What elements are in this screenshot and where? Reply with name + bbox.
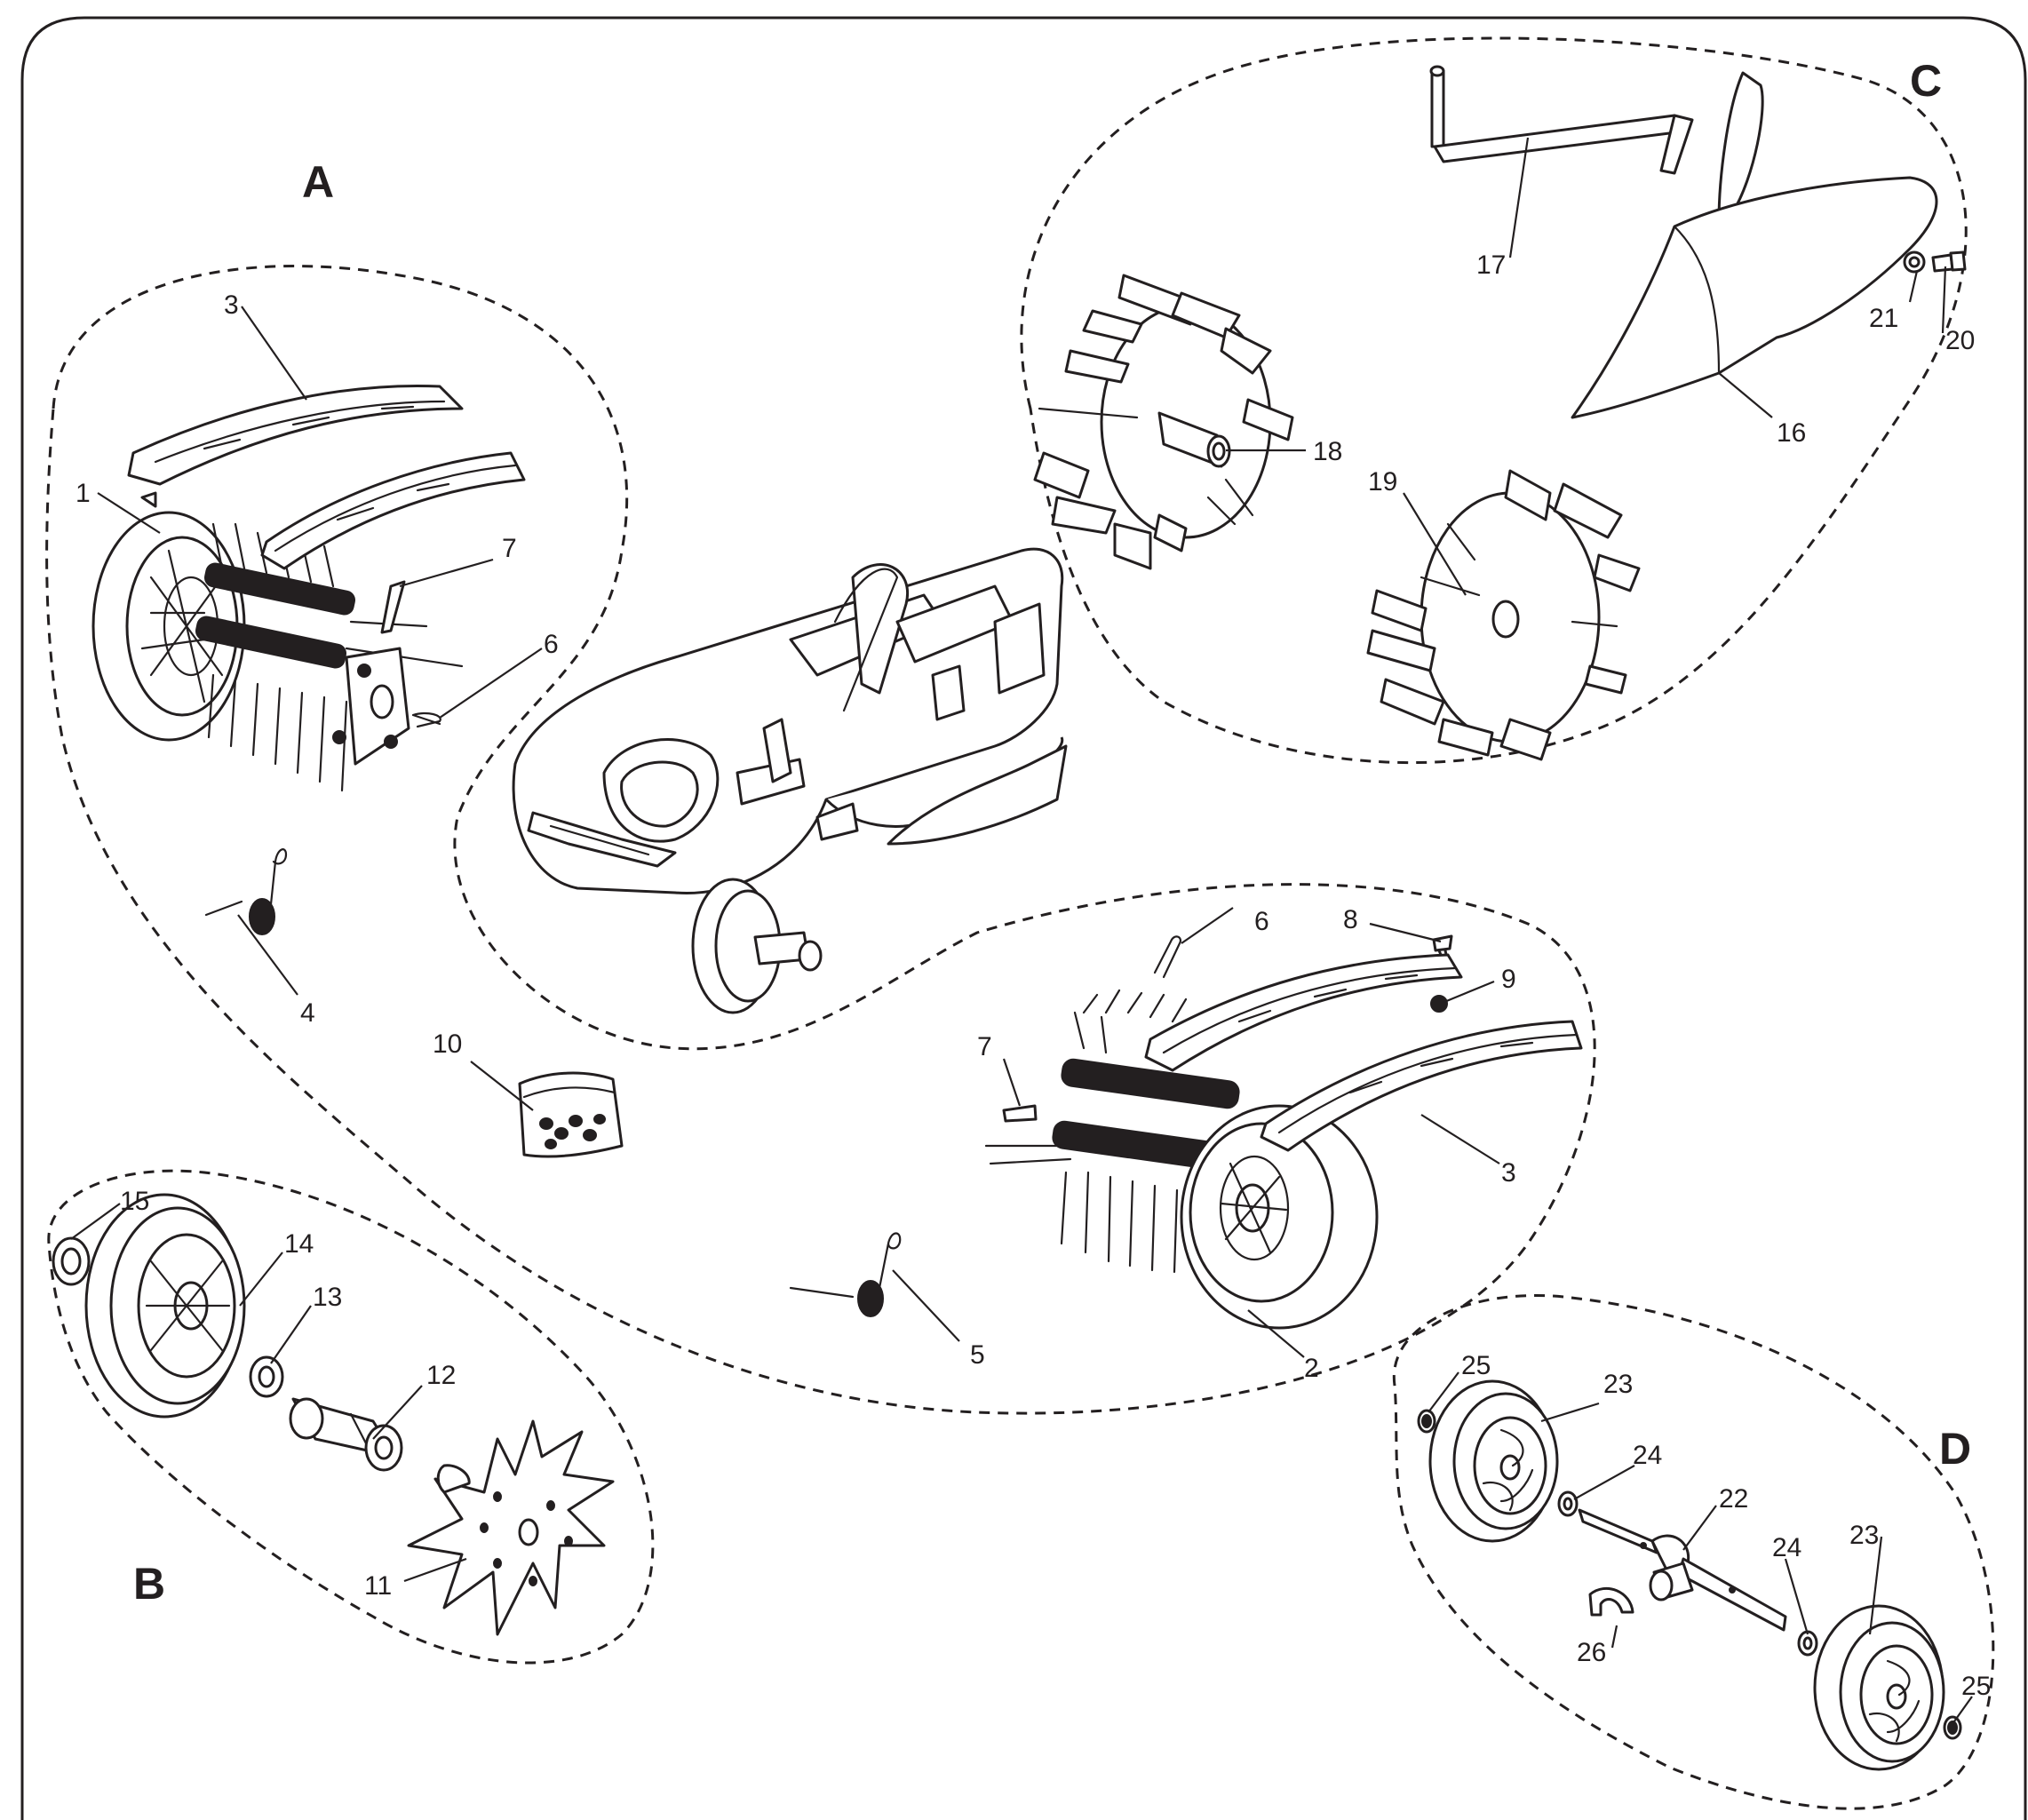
part-number-16: 16 xyxy=(1777,418,1806,448)
part-number-4: 4 xyxy=(300,998,315,1028)
part-4-torsion-spring xyxy=(204,848,288,935)
part-number-21: 21 xyxy=(1869,304,1898,333)
part-number-15: 15 xyxy=(120,1187,149,1216)
part-24-washer-right xyxy=(1797,1630,1818,1657)
part-number-23-right: 23 xyxy=(1849,1521,1879,1550)
part-12-axle-sleeve xyxy=(289,1397,403,1472)
part-25-nut-right xyxy=(1943,1715,1962,1740)
part-23-wheel-left xyxy=(1428,1379,1559,1543)
part-number-1: 1 xyxy=(76,479,91,508)
part-10-hardware-bag xyxy=(518,1071,624,1158)
part-19-tine-wheel xyxy=(1366,469,1641,761)
group-b-boundary xyxy=(47,1169,655,1665)
section-label-b: B xyxy=(133,1559,165,1609)
part-number-19: 19 xyxy=(1368,467,1397,497)
part-number-22: 22 xyxy=(1719,1484,1748,1514)
part-number-20: 20 xyxy=(1945,326,1975,355)
part-24-washer-left xyxy=(1557,1490,1579,1517)
part-3-shield-plates-right xyxy=(1144,953,1583,1152)
part-23-wheel-right xyxy=(1813,1604,1945,1771)
part-5-torsion-spring xyxy=(789,1232,902,1317)
part-number-5: 5 xyxy=(970,1340,985,1370)
part-number-10: 10 xyxy=(433,1029,462,1059)
part-number-17: 17 xyxy=(1476,250,1506,280)
part-6-clip-right xyxy=(1153,935,1181,979)
part-17-handle-bar xyxy=(1429,65,1694,175)
part-number-6-right: 6 xyxy=(1254,907,1269,936)
part-number-3-right: 3 xyxy=(1501,1158,1516,1188)
part-number-25-left: 25 xyxy=(1461,1351,1491,1380)
part-number-7-top: 7 xyxy=(502,534,517,563)
part-number-26: 26 xyxy=(1577,1638,1606,1667)
diagram-frame xyxy=(20,16,2027,1820)
part-18-tine-wheel xyxy=(1033,274,1294,570)
part-25-nut-left xyxy=(1417,1409,1436,1434)
part-number-13: 13 xyxy=(313,1283,342,1312)
group-d-boundary xyxy=(1392,1294,1995,1810)
part-number-3-left: 3 xyxy=(224,290,239,320)
part-number-24-right: 24 xyxy=(1772,1533,1801,1562)
part-15-ring xyxy=(52,1236,91,1286)
part-number-18: 18 xyxy=(1313,437,1342,466)
part-2-scarifier-drum-right xyxy=(984,989,1379,1330)
part-number-7-right: 7 xyxy=(977,1032,992,1061)
part-number-9: 9 xyxy=(1501,965,1516,994)
section-label-d: D xyxy=(1939,1424,1971,1474)
section-label-a: A xyxy=(302,157,334,207)
chassis-frame xyxy=(512,547,1068,1014)
part-26-clip xyxy=(1588,1586,1634,1617)
part-3-shield-plates-left xyxy=(127,384,526,570)
part-13-washer xyxy=(249,1355,284,1398)
part-11-tine-wheel xyxy=(407,1419,615,1636)
part-1-scarifier-drum-left xyxy=(91,511,464,792)
part-6-clip-top xyxy=(411,711,441,728)
leader-lines xyxy=(70,137,1973,1722)
part-22-axle xyxy=(1578,1508,1787,1632)
part-20-bolt xyxy=(1931,250,1967,273)
part-number-8: 8 xyxy=(1343,905,1358,934)
part-number-24-left: 24 xyxy=(1633,1441,1662,1470)
group-a-boundary xyxy=(45,265,1596,1415)
section-label-c: C xyxy=(1910,56,1942,106)
part-number-23-left: 23 xyxy=(1603,1370,1633,1399)
part-number-6-top: 6 xyxy=(544,630,559,659)
part-9-nut xyxy=(1430,995,1448,1013)
part-21-nut xyxy=(1903,250,1926,274)
part-number-11: 11 xyxy=(364,1571,392,1601)
part-number-25-right: 25 xyxy=(1961,1672,1991,1701)
part-7-pin-right xyxy=(1002,1104,1038,1123)
group-c-boundary xyxy=(1020,36,1968,765)
part-number-2: 2 xyxy=(1304,1354,1319,1383)
part-14-wheel xyxy=(84,1193,246,1419)
part-7-pin-top xyxy=(380,580,406,634)
part-16-plough-blade xyxy=(1571,71,1938,419)
part-number-12: 12 xyxy=(426,1361,456,1390)
part-number-14: 14 xyxy=(284,1229,314,1259)
